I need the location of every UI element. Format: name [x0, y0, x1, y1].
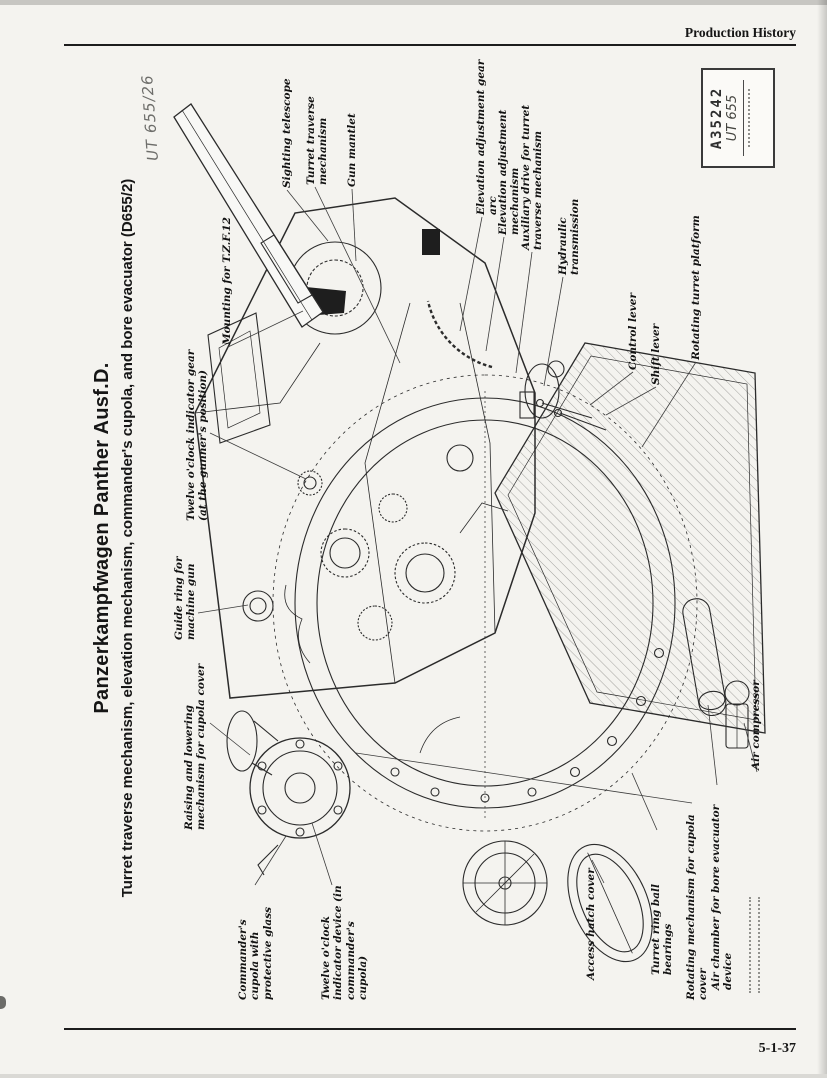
- scan-artifact: [0, 996, 6, 1009]
- diagram-label-air-compressor: Air compressor: [750, 680, 762, 770]
- diagram-label-control-lever: Control lever: [627, 292, 639, 370]
- diagram-label-mounting-for-tzf12: Mounting for T.Z.F.12: [221, 217, 233, 345]
- scan-edge-right: [817, 0, 827, 1078]
- scan-edge-top: [0, 0, 827, 5]
- air-compressor-shape: [724, 680, 750, 749]
- diagram-label-shift-lever: Shift lever: [650, 323, 662, 385]
- turret-cutaway-diagram: [173, 103, 766, 963]
- spoked-wheel-shape: [462, 840, 548, 926]
- diagram-label-raising-lowering-mechanism: Raising and lowering mechanism for cupol…: [183, 663, 208, 830]
- handwritten-note: UT 655/26: [137, 73, 163, 162]
- page-number: 5-1-37: [758, 1041, 796, 1056]
- scan-edge-bottom: [0, 1074, 827, 1078]
- header-rule: [64, 44, 796, 46]
- cupola-shape: [226, 710, 351, 876]
- diagram-label-rotating-turret-platform: Rotating turret platform: [690, 215, 702, 360]
- rotated-figure-stage: Panzerkampfwagen Panther Ausf.D. Turret …: [65, 43, 795, 1033]
- diagram-label-auxiliary-drive-turret-traverse: Auxiliary drive for turret traverse mech…: [520, 104, 545, 250]
- diagram-label-gun-mantlet: Gun mantlet: [346, 113, 358, 187]
- diagram-label-hydraulic-transmission: Hydraulic transmission: [557, 198, 582, 275]
- diagram-label-elevation-adjustment-mechanism: Elevation adjustment mechanism: [497, 109, 522, 235]
- air-chamber-shape: [682, 598, 727, 717]
- access-hatch-shape: [567, 843, 653, 963]
- diagram-label-commanders-cupola: Commander's cupola with protective glass: [237, 906, 274, 1000]
- diagram-label-twelve-oclock-indicator-device: Twelve o'clock indicator device (in comm…: [320, 885, 370, 1000]
- turret-body-shape: [194, 197, 536, 754]
- diagram-label-twelve-oclock-indicator-gear: Twelve o'clock indicator gear (at the gu…: [185, 349, 210, 521]
- diagram-label-sighting-telescope: Sighting telescope: [281, 78, 293, 188]
- diagram-label-guide-ring-machine-gun: Guide ring for machine gun: [173, 556, 198, 640]
- footer-rule: [64, 1028, 796, 1030]
- diagram-label-rotating-mechanism-cupola-cover: Rotating mechanism for cupola cover: [685, 814, 710, 1000]
- diagram-label-access-hatch-cover: Access hatch cover: [585, 868, 597, 980]
- gear-train-shapes: [242, 300, 607, 641]
- figure-title-line2: Turret traverse mechanism, elevation mec…: [119, 178, 136, 898]
- gun-barrel-shape: [173, 103, 324, 328]
- diagram-label-turret-ring-ball-bearings: Turret ring ball bearings: [650, 883, 675, 975]
- diagram-label-air-chamber-bore-evacuator: Air chamber for bore evacuator device: [710, 804, 735, 990]
- leader-lines: [197, 186, 758, 886]
- diagram-label-turret-traverse-mechanism: Turret traverse mechanism: [305, 96, 330, 185]
- figure-title-line1: Panzerkampfwagen Panther Ausf.D.: [91, 362, 113, 714]
- running-header: Production History: [684, 25, 796, 40]
